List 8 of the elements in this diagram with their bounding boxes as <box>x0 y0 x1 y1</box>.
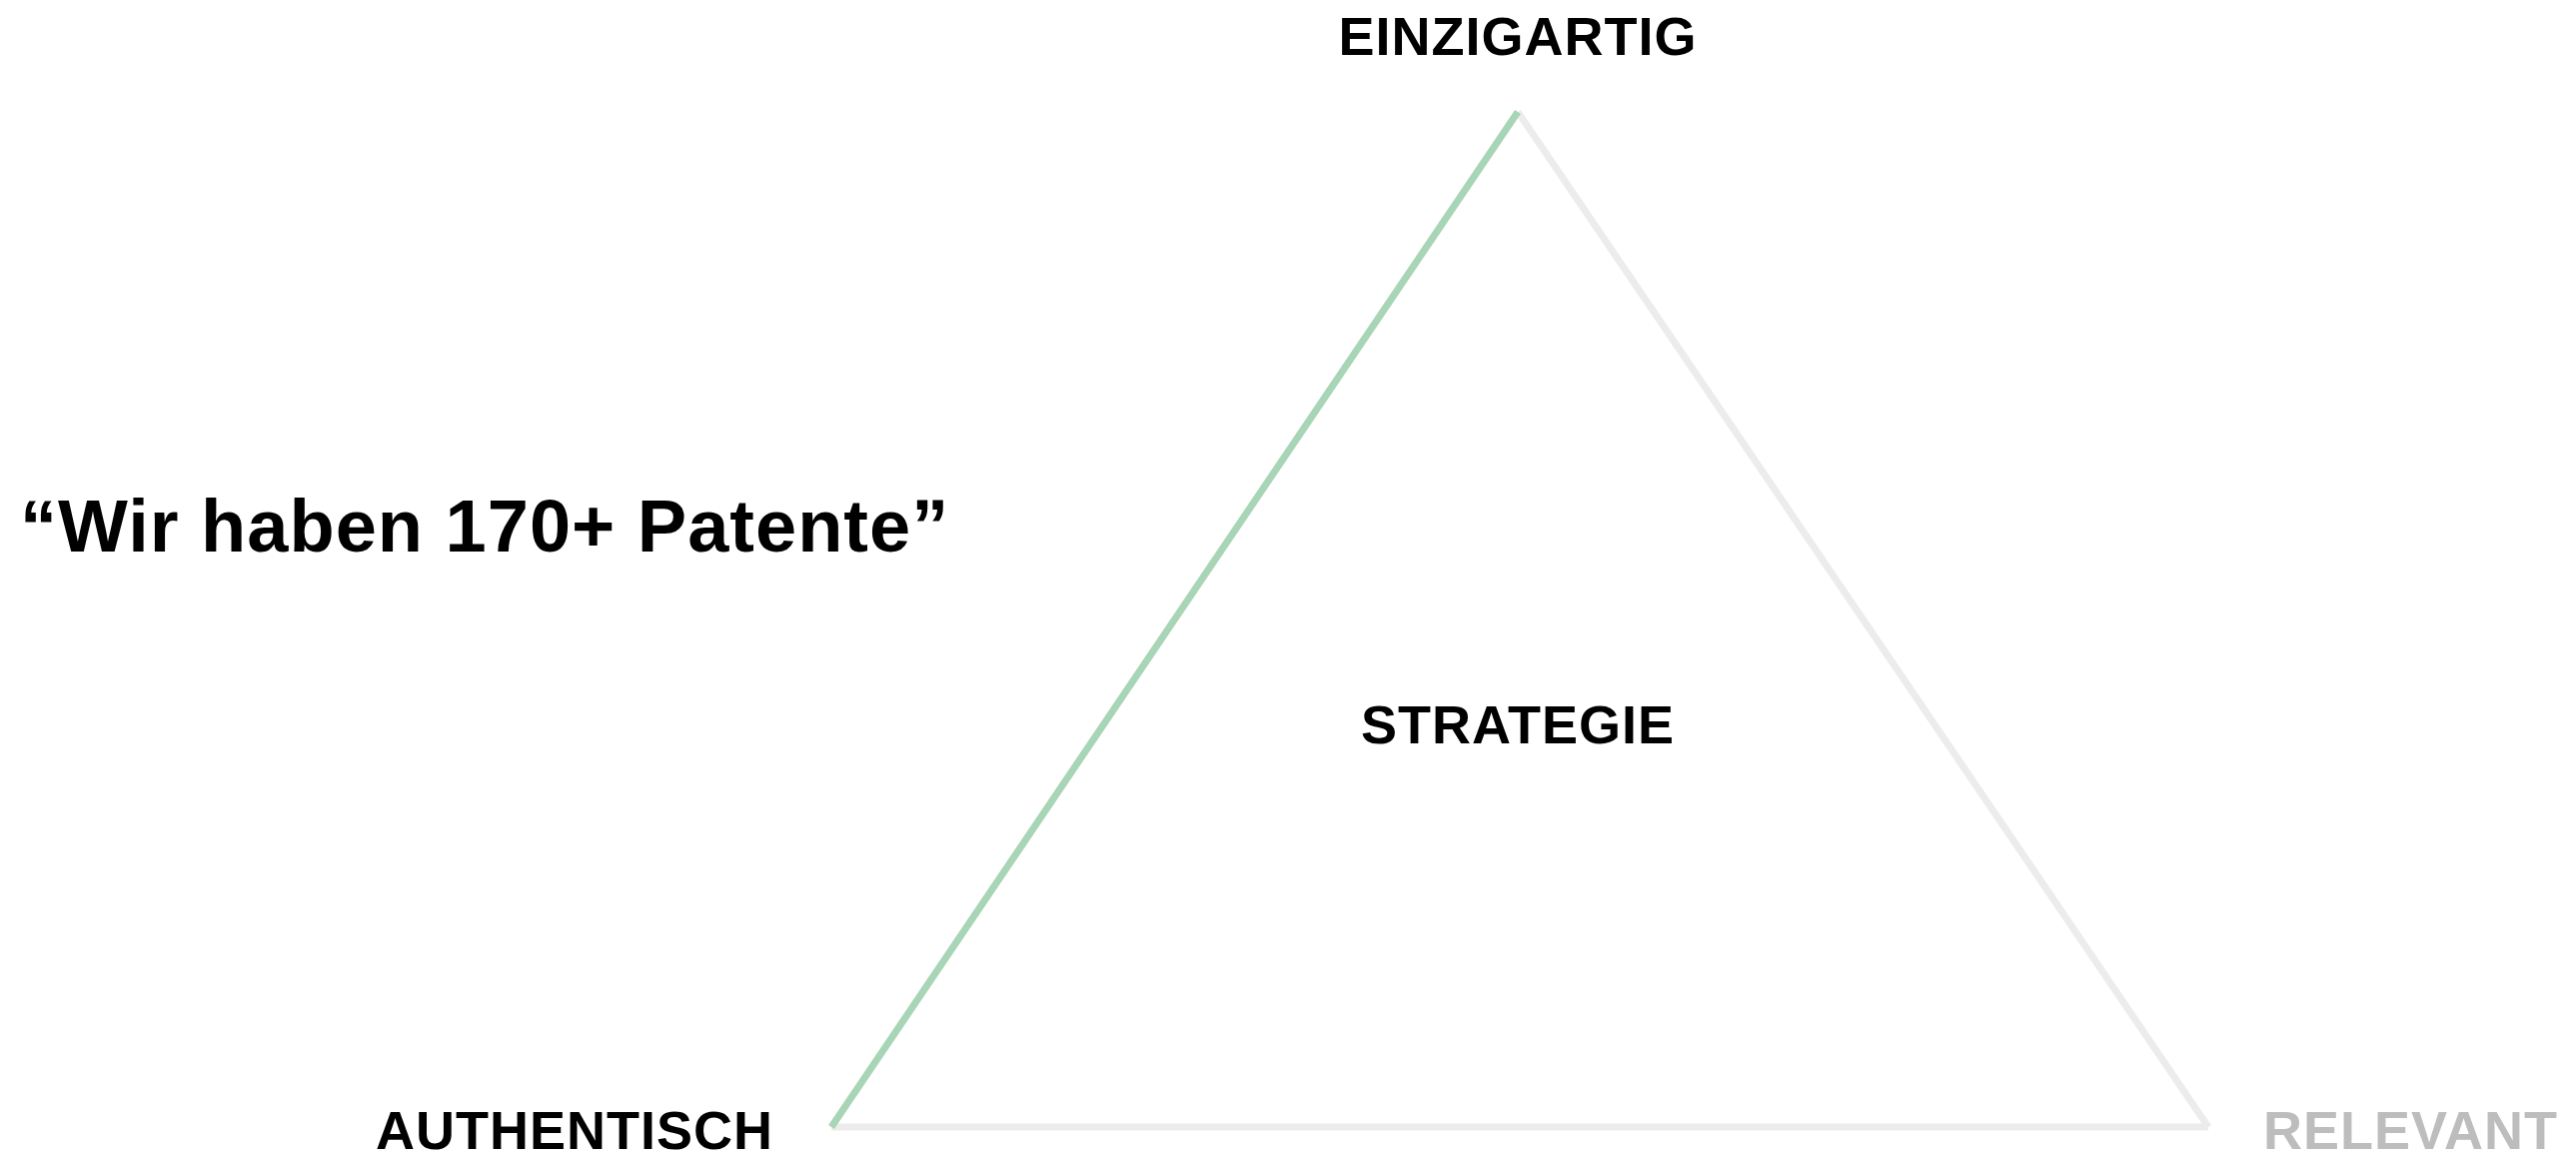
triangle-side <box>828 110 1521 1129</box>
vertex-label: EINZIGARTIG <box>1338 5 1698 112</box>
center-label: STRATEGIE <box>1361 693 1675 755</box>
triangle-side <box>1515 110 2211 1129</box>
triangle-side <box>831 1123 2208 1131</box>
quote-text: “Wir haben 170+ Patente” <box>20 483 950 569</box>
vertex-label: AUTHENTISCH <box>376 1099 831 1161</box>
vertex-label: RELEVANT <box>2208 1099 2558 1161</box>
